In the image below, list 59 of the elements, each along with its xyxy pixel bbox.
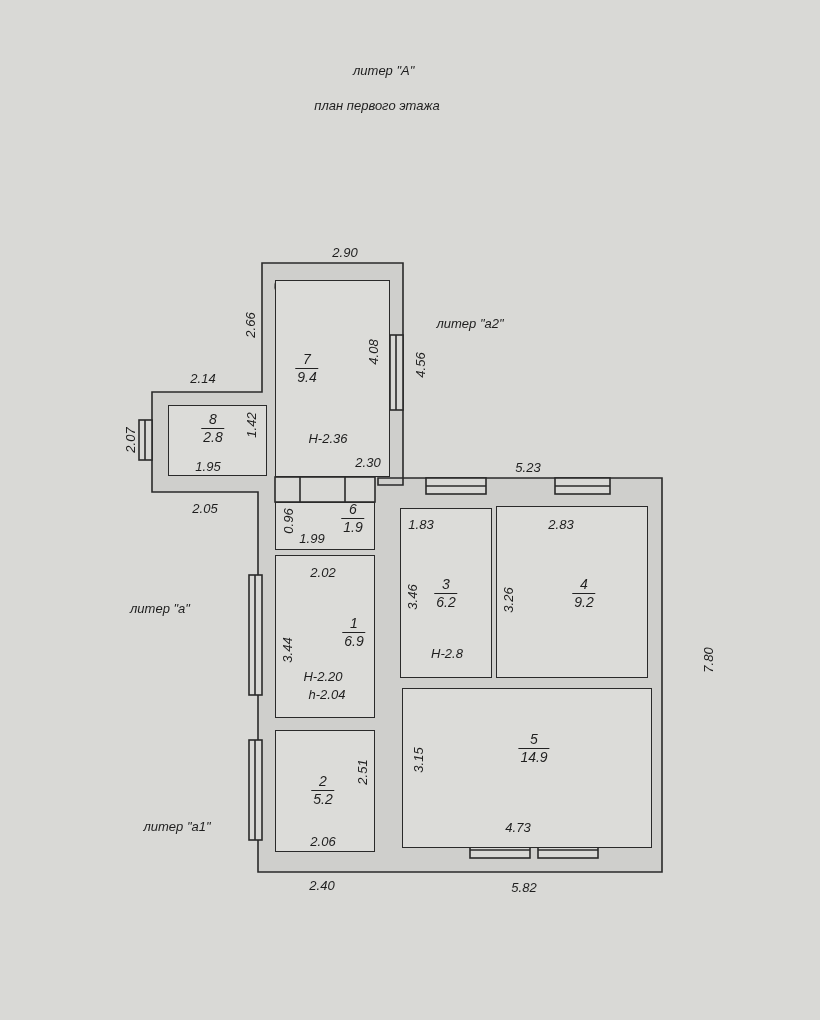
dimension-label: 4.73 bbox=[505, 819, 531, 835]
room-area: 9.4 bbox=[295, 368, 319, 386]
room-number: 4 bbox=[579, 576, 589, 593]
dimension-label: 5.82 bbox=[511, 879, 537, 895]
dimension-label: 2.02 bbox=[310, 564, 336, 580]
height-label: Н-2.8 bbox=[431, 645, 463, 661]
room-outline bbox=[275, 730, 375, 852]
room-area: 1.9 bbox=[341, 518, 365, 536]
dimension-label: 5.23 bbox=[515, 459, 541, 475]
dimension-label: 2.14 bbox=[190, 370, 216, 386]
dimension-label: 4.08 bbox=[365, 339, 381, 365]
dimension-label: 2.30 bbox=[355, 454, 381, 470]
dimension-label: 3.44 bbox=[279, 637, 295, 663]
plan-title: литер "А" bbox=[353, 63, 415, 78]
dimension-label: 2.40 bbox=[309, 877, 335, 893]
room-number: 7 bbox=[302, 351, 312, 368]
room-outline bbox=[275, 280, 390, 477]
room-outline bbox=[275, 502, 375, 550]
room-outline bbox=[400, 508, 492, 678]
room-outline bbox=[402, 688, 652, 848]
dimension-label: 1.42 bbox=[243, 412, 259, 438]
room-number: 3 bbox=[441, 576, 451, 593]
dimension-label: 2.05 bbox=[192, 500, 218, 516]
dimension-label: 3.26 bbox=[500, 587, 516, 613]
room-area: 9.2 bbox=[572, 593, 596, 611]
room-area: 6.2 bbox=[434, 593, 458, 611]
room-area: 6.9 bbox=[342, 632, 366, 650]
room-area: 2.8 bbox=[201, 428, 225, 446]
dimension-label: 4.56 bbox=[412, 352, 428, 378]
wing-label: литер "а1" bbox=[143, 818, 211, 834]
height-label: Н-2.36 bbox=[308, 430, 348, 446]
dimension-label: 2.66 bbox=[242, 312, 258, 338]
wing-label: литер "а2" bbox=[436, 315, 504, 331]
room-area: 14.9 bbox=[518, 748, 550, 766]
dimension-label: 2.90 bbox=[332, 244, 358, 260]
dimension-label: 2.06 bbox=[310, 833, 336, 849]
dimension-label: 0.96 bbox=[280, 508, 296, 534]
height-label: h-2.04 bbox=[308, 686, 346, 702]
plan-subtitle: план первого этажа bbox=[314, 97, 440, 113]
dimension-label: 1.99 bbox=[299, 530, 325, 546]
room-number: 5 bbox=[529, 731, 539, 748]
room-outline bbox=[275, 555, 375, 718]
dimension-label: 2.83 bbox=[548, 516, 574, 532]
room-number: 6 bbox=[348, 501, 358, 518]
height-label: Н-2.20 bbox=[303, 668, 343, 684]
dimension-label: 7.80 bbox=[700, 647, 716, 673]
dimension-label: 3.15 bbox=[410, 747, 426, 773]
room-outline bbox=[496, 506, 648, 678]
room-number: 2 bbox=[318, 773, 328, 790]
room-number: 1 bbox=[349, 615, 359, 632]
room-outline bbox=[168, 405, 267, 476]
dimension-label: 1.83 bbox=[408, 516, 434, 532]
room-number: 8 bbox=[208, 411, 218, 428]
room-area: 5.2 bbox=[311, 790, 335, 808]
dimension-label: 2.51 bbox=[354, 759, 370, 785]
dimension-label: 1.95 bbox=[195, 458, 221, 474]
wing-label: литер "а" bbox=[130, 600, 190, 616]
dimension-label: 3.46 bbox=[404, 584, 420, 610]
dimension-label: 2.07 bbox=[122, 427, 138, 453]
